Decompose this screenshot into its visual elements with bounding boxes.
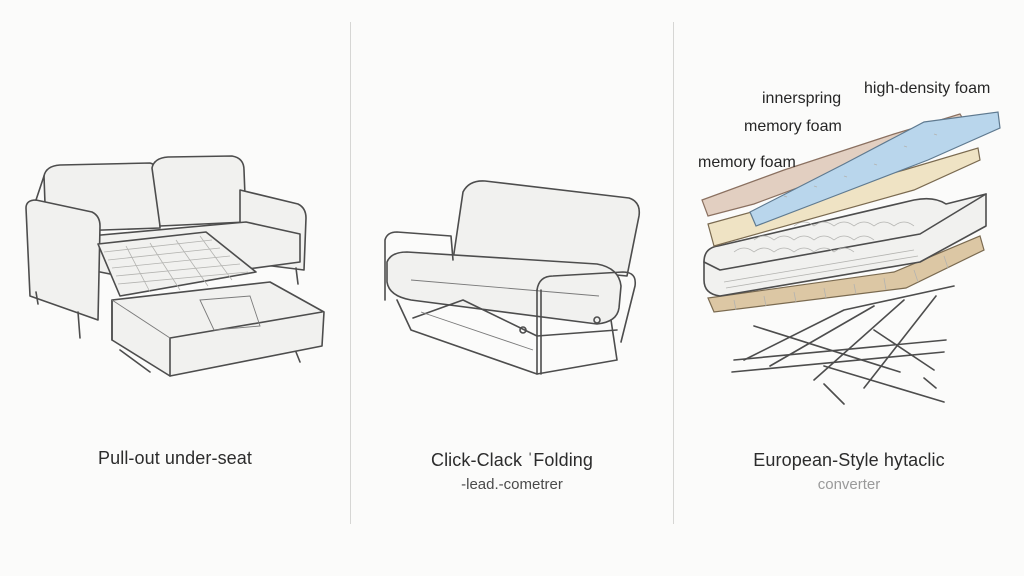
panel-pull-out: Pull-out under-seat <box>0 0 350 576</box>
subcaption-european-style: converter <box>817 476 881 493</box>
label-memory-foam-upper: memory foam <box>744 118 842 135</box>
label-high-density-foam: high-density foam <box>864 80 991 97</box>
pull-out-sofa-sketch <box>25 155 325 377</box>
subcaption-click-clack: -lead.-cometrer <box>461 476 563 493</box>
caption-european-style: European-Style hytaclic <box>753 450 945 470</box>
divider-2 <box>673 22 674 524</box>
click-clack-sofa-sketch <box>384 180 641 375</box>
panel-click-clack: Click-Clack ˈFolding -lead.-cometrer <box>351 0 673 576</box>
caption-click-clack: Click-Clack ˈFolding <box>430 450 594 470</box>
label-innerspring: innerspring <box>762 90 842 107</box>
caption-pull-out: Pull-out under-seat <box>98 448 252 468</box>
layered-mattress-sketch <box>701 111 1001 405</box>
divider-1 <box>350 22 351 524</box>
panel-european-style: innerspring high-density foam memory foa… <box>674 0 1024 576</box>
label-memory-foam-lower: memory foam <box>698 154 796 171</box>
